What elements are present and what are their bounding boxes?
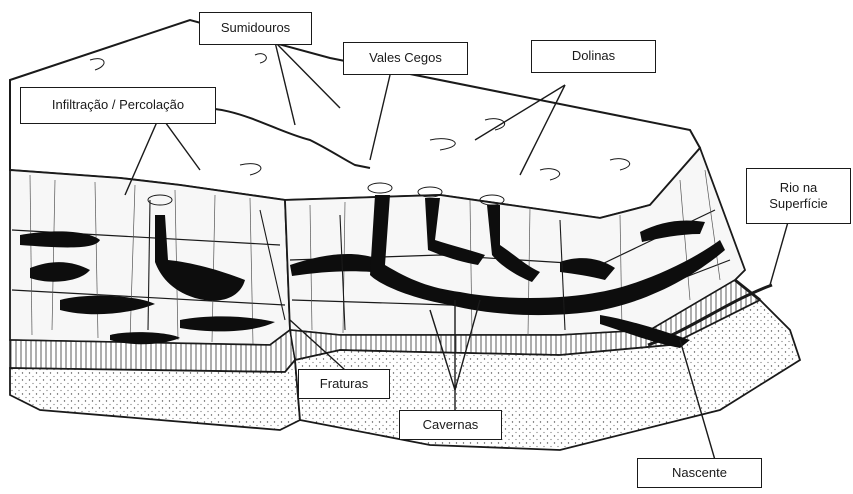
- label-dolinas: Dolinas: [531, 40, 656, 73]
- label-rio-line1: Rio na: [780, 180, 818, 196]
- label-rio-na-superficie: Rio na Superfície: [746, 168, 851, 224]
- label-infiltracao: Infiltração / Percolação: [20, 87, 216, 124]
- label-cavernas: Cavernas: [399, 410, 502, 440]
- label-fraturas: Fraturas: [298, 369, 390, 399]
- label-nascente: Nascente: [637, 458, 762, 488]
- label-sumidouros: Sumidouros: [199, 12, 312, 45]
- label-rio-line2: Superfície: [769, 196, 828, 212]
- label-vales-cegos: Vales Cegos: [343, 42, 468, 75]
